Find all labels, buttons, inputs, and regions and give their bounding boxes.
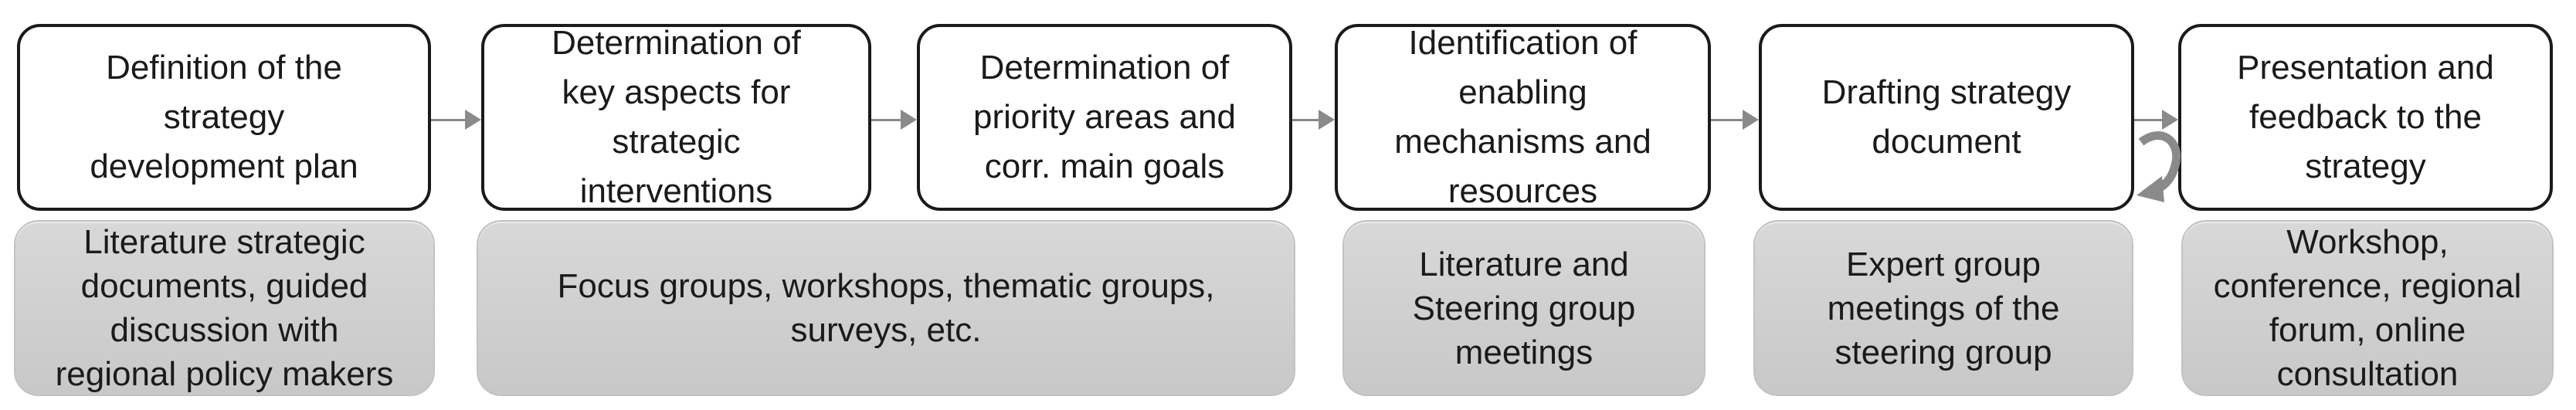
arrow-line — [871, 119, 902, 121]
method-label: Literature and Steering group meetings — [1412, 245, 1636, 371]
arrow-line — [431, 119, 467, 121]
stage-box-priority-areas: Determination of priority areas and corr… — [917, 24, 1292, 211]
stage-label: Presentation and feedback to the strateg… — [2237, 49, 2494, 185]
flow-arrow-icon-5 — [2134, 110, 2178, 130]
stage-box-drafting-document: Drafting strategy document — [1759, 24, 2134, 211]
flow-arrow-icon-3 — [1292, 110, 1335, 130]
stage-box-definition-of-strategy-plan: Definition of the strategy development p… — [17, 24, 431, 211]
method-box-workshop-conference: Workshop, conference, regional forum, on… — [2181, 220, 2554, 396]
method-label: Literature strategic documents, guided d… — [55, 223, 394, 393]
feedback-loop-arrow-icon — [2136, 131, 2181, 202]
flow-arrow-icon-1 — [431, 110, 481, 130]
stage-box-enabling-mechanisms: Identification of enabling mechanisms an… — [1335, 24, 1711, 211]
stage-label: Definition of the strategy development p… — [90, 49, 358, 185]
arrow-head — [901, 110, 917, 130]
stage-label: Determination of priority areas and corr… — [973, 49, 1236, 185]
arrow-line — [2134, 119, 2164, 121]
arrow-line — [1711, 119, 1744, 121]
method-box-literature-discussion: Literature strategic documents, guided d… — [14, 220, 435, 396]
stage-label: Identification of enabling mechanisms an… — [1394, 24, 1651, 210]
method-label: Focus groups, workshops, thematic groups… — [557, 267, 1215, 349]
method-box-expert-group-meetings: Expert group meetings of the steering gr… — [1753, 220, 2133, 396]
arrow-head — [1743, 110, 1759, 130]
flow-arrow-icon-4 — [1711, 110, 1759, 130]
arrow-line — [1292, 119, 1320, 121]
method-label: Expert group meetings of the steering gr… — [1827, 245, 2060, 371]
stage-box-key-aspects: Determination of key aspects for strateg… — [481, 24, 871, 211]
method-box-focus-groups-workshops: Focus groups, workshops, thematic groups… — [477, 220, 1295, 396]
method-box-literature-steering-group: Literature and Steering group meetings — [1342, 220, 1705, 396]
stage-box-presentation-feedback: Presentation and feedback to the strateg… — [2178, 24, 2553, 211]
arrow-head — [2162, 110, 2178, 130]
stage-label: Determination of key aspects for strateg… — [552, 24, 801, 210]
arrow-head — [465, 110, 481, 130]
flow-arrow-icon-2 — [871, 110, 917, 130]
stage-label: Drafting strategy document — [1821, 73, 2072, 161]
method-label: Workshop, conference, regional forum, on… — [2213, 223, 2522, 393]
arrow-head — [1319, 110, 1335, 130]
